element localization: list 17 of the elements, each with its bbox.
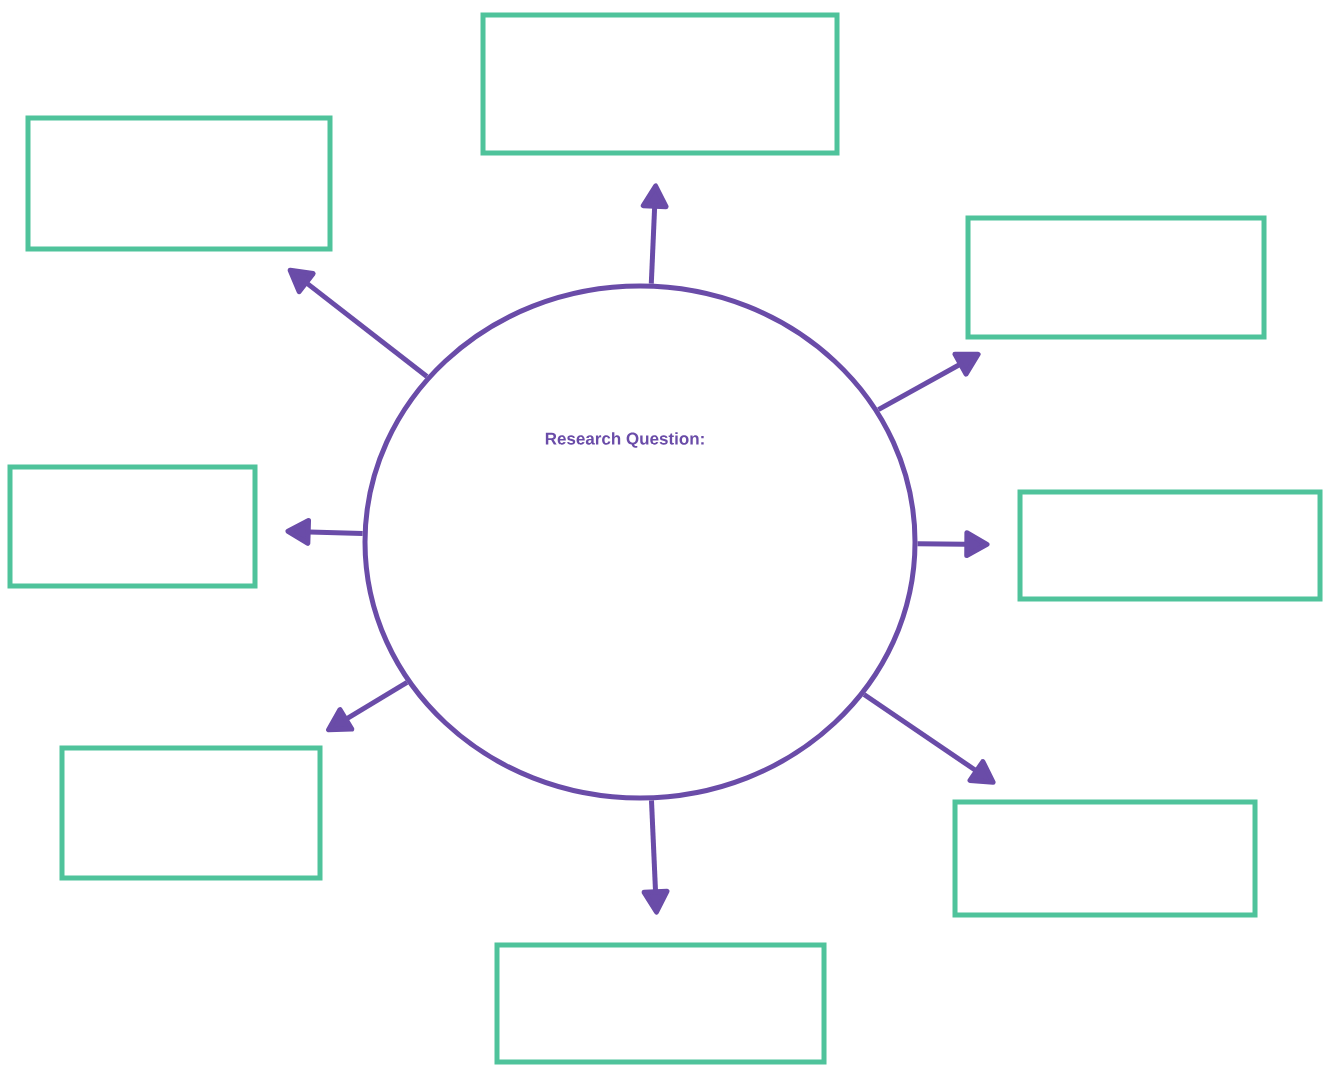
- empty-box: [952, 799, 1258, 918]
- empty-box: [480, 12, 840, 156]
- empty-box: [1017, 489, 1323, 602]
- empty-box: [7, 464, 258, 589]
- arrow: [877, 351, 981, 412]
- arrow: [285, 517, 363, 546]
- empty-box: [965, 215, 1267, 340]
- empty-box: [25, 115, 333, 252]
- arrow: [640, 183, 669, 284]
- arrow: [917, 530, 990, 559]
- arrow: [326, 680, 409, 733]
- circle-label: Research Question:: [545, 432, 704, 448]
- arrow: [641, 800, 670, 915]
- empty-box: [494, 942, 827, 1065]
- arrow: [287, 267, 429, 379]
- empty-box: [59, 745, 323, 881]
- arrow: [862, 692, 996, 785]
